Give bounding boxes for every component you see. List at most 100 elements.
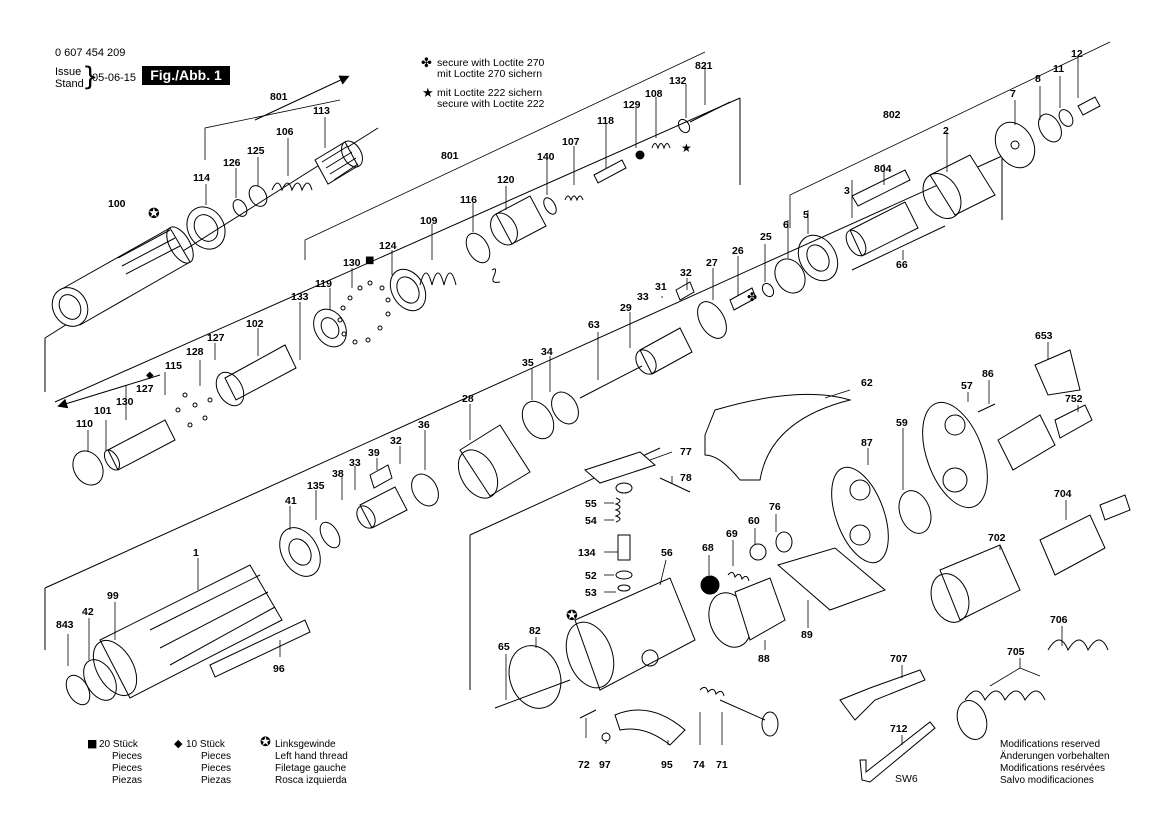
part-60-gear <box>749 543 767 561</box>
label-130a: 130 <box>343 257 361 269</box>
loctite-270-de: mit Loctite 270 sichern <box>437 68 543 80</box>
part-110-ring <box>72 450 104 486</box>
label-116: 116 <box>460 194 477 206</box>
label-801a: 801 <box>270 91 288 103</box>
part-59-filter <box>898 490 932 534</box>
svg-text:■: ■ <box>365 255 374 266</box>
part-54-spring <box>614 497 621 523</box>
loctite-222-symbol: ★ <box>422 86 434 101</box>
part-102-cage <box>215 344 297 407</box>
legend-square-es: Piezas <box>112 775 143 786</box>
legend-left-hand-en: Left hand thread <box>275 751 348 762</box>
part-77-lever <box>584 451 656 484</box>
part-74-spring <box>699 686 725 697</box>
part-124-ring <box>389 268 427 312</box>
part-97-screw <box>601 732 611 742</box>
label-52: 52 <box>585 570 597 582</box>
part-106-spring <box>271 182 313 192</box>
label-821: 821 <box>695 60 713 72</box>
label-12: 12 <box>1071 48 1083 60</box>
part-116-ring <box>465 232 491 264</box>
legend-square-fr: Pieces <box>112 763 143 774</box>
label-106: 106 <box>276 126 294 138</box>
svg-text:✪: ✪ <box>148 206 160 222</box>
part-2-cylinder <box>922 154 996 219</box>
part-55-button <box>615 482 633 494</box>
label-63: 63 <box>588 319 600 331</box>
legend-diamond-es: Piezas <box>201 775 232 786</box>
brace-glyph: } <box>82 62 99 92</box>
part-116-clip <box>491 268 501 283</box>
label-804: 804 <box>874 163 892 175</box>
part-100-sleeve <box>51 226 194 327</box>
legend-square-en: Pieces <box>112 751 143 762</box>
label-704: 704 <box>1054 488 1072 500</box>
part-5-endplate <box>797 234 839 282</box>
label-74: 74 <box>693 759 705 771</box>
part-27-ring <box>697 301 727 339</box>
loctite-222-en: secure with Loctite 222 <box>437 98 545 110</box>
label-8: 8 <box>1035 73 1041 85</box>
modifications-fr: Modifications resérvées <box>1000 763 1106 774</box>
label-127a: 127 <box>207 332 225 344</box>
part-712-hexkey <box>859 721 936 783</box>
label-752: 752 <box>1065 393 1083 405</box>
label-707: 707 <box>890 653 908 665</box>
part-128-balls <box>175 392 213 428</box>
legend-left-hand-es: Rosca izquierda <box>275 775 347 786</box>
part-705-plug <box>956 700 988 740</box>
part-135-washer <box>319 521 341 549</box>
label-100: 100 <box>108 198 126 210</box>
part-130-balls <box>337 280 391 345</box>
part-843-ring <box>65 674 91 706</box>
legend-square-qty: 20 Stück <box>99 739 138 750</box>
part-52-ring <box>615 570 633 580</box>
part-31-gear <box>675 281 695 301</box>
part-6-bearing <box>774 258 806 294</box>
part-119-bearing <box>313 308 347 348</box>
label-53: 53 <box>585 587 597 599</box>
part-69-spring <box>727 571 750 582</box>
part-53-ring <box>617 584 631 592</box>
label-32b: 32 <box>390 435 402 447</box>
part-82-oring <box>508 645 562 709</box>
modifications-es: Salvo modificaciones <box>1000 775 1094 786</box>
legend-left-hand-de: Linksgewinde <box>275 739 336 750</box>
legend-diamond-qty: 10 Stück <box>186 739 225 750</box>
label-140: 140 <box>537 151 555 163</box>
label-28: 28 <box>462 393 474 405</box>
label-65: 65 <box>498 641 510 653</box>
label-86: 86 <box>982 368 994 380</box>
label-109: 109 <box>420 215 438 227</box>
part-88-muffler <box>708 577 786 648</box>
label-54: 54 <box>585 515 597 527</box>
part-704-nipple <box>1039 494 1131 576</box>
label-130b: 130 <box>116 396 134 408</box>
part-34-ring <box>551 391 579 425</box>
label-107: 107 <box>562 136 580 148</box>
label-33a: 33 <box>637 291 649 303</box>
part-7-endplate <box>994 121 1036 169</box>
part-86-screw <box>977 403 996 413</box>
label-78: 78 <box>680 472 692 484</box>
legend-left-hand-fr: Filetage gauche <box>275 763 347 774</box>
label-31: 31 <box>655 281 667 293</box>
label-115: 115 <box>165 360 182 372</box>
part-706-spring <box>1047 639 1109 652</box>
part-705-spring <box>964 690 1046 702</box>
label-38: 38 <box>332 468 344 480</box>
issue-label: Issue <box>55 66 82 78</box>
part-8-bearing <box>1038 113 1062 143</box>
label-128: 128 <box>186 346 204 358</box>
part-702-adapter <box>930 544 1021 623</box>
label-99: 99 <box>107 590 119 602</box>
part-126-clip <box>232 199 248 217</box>
label-135: 135 <box>307 480 325 492</box>
part-3-rotor <box>845 201 919 257</box>
part-36-bearing <box>411 473 439 507</box>
part-96-strip <box>209 619 311 678</box>
issue-date: 05-06-15 <box>92 72 137 84</box>
label-124: 124 <box>379 240 397 252</box>
legend-diamond-symbol: ◆ <box>174 737 183 750</box>
label-72: 72 <box>578 759 590 771</box>
